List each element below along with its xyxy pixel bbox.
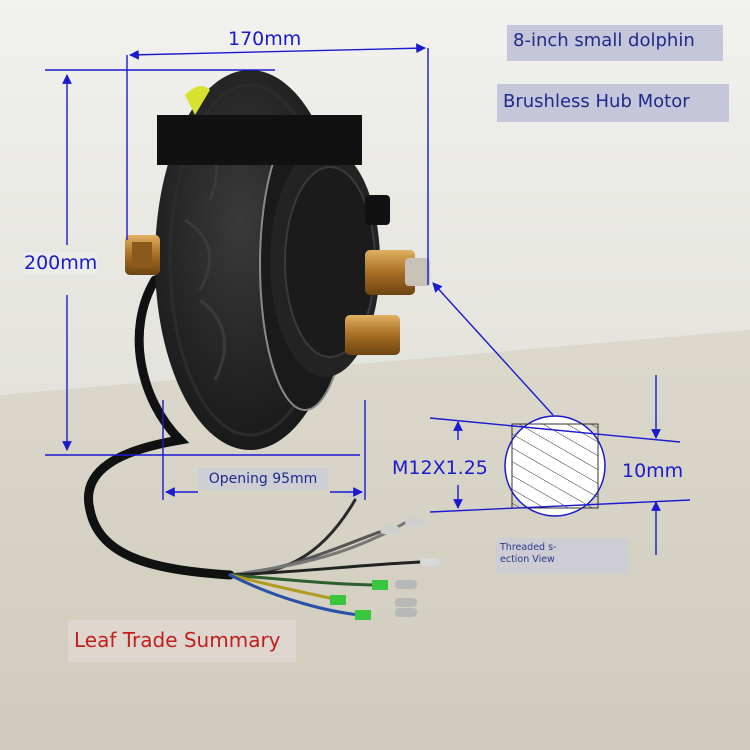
product-title-line2: Brushless Hub Motor [497,84,729,122]
height-dimension-label: 200mm [24,252,98,274]
background-floor [0,330,750,750]
watermark-text: Leaf Trade Summary [68,620,296,662]
opening-dimension-label: Opening 95mm [198,468,328,490]
section-view-note: Threaded s- ection View [496,538,628,574]
thread-spec-label: M12X1.25 [392,457,488,479]
section-view-diagram [429,375,691,555]
axle-left [125,235,160,275]
dimension-lines [45,43,554,500]
flat-width-label: 10mm [622,460,684,482]
redaction-bar [157,115,362,165]
width-dimension-label: 170mm [228,28,302,50]
axle-right [345,250,430,355]
product-title-line1: 8-inch small dolphin [507,25,723,61]
cable-bundle [84,275,440,620]
